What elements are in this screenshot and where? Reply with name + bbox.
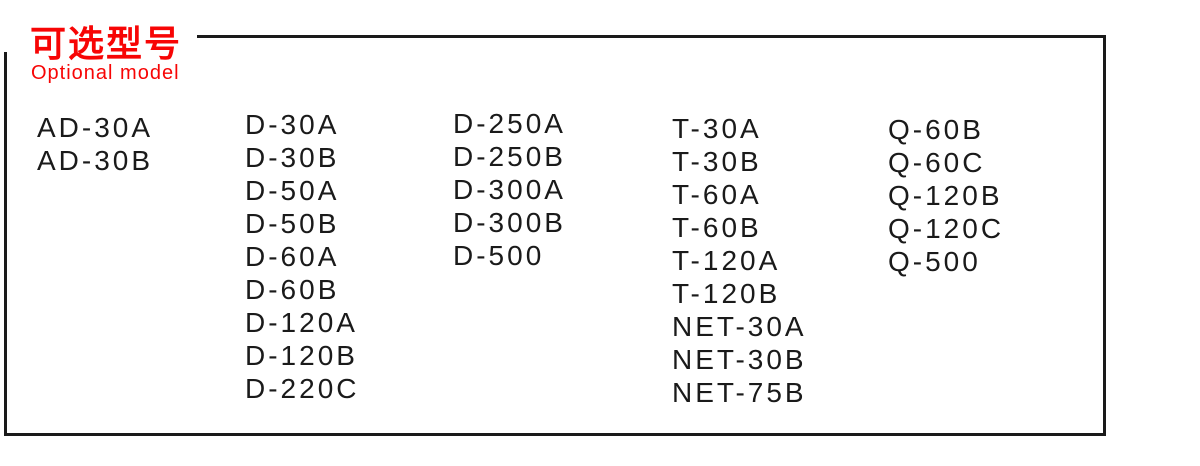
model-item: D-30A <box>245 109 340 140</box>
panel-border-right <box>1103 35 1106 436</box>
section-title-en: Optional model <box>31 62 180 84</box>
model-item: Q-60C <box>888 147 986 178</box>
model-item: D-250A <box>453 108 566 139</box>
model-item: D-300A <box>453 174 566 205</box>
model-item: Q-120B <box>888 180 1003 211</box>
model-item: T-60A <box>672 179 762 210</box>
model-item: AD-30A <box>37 112 154 143</box>
model-item: T-60B <box>672 212 762 243</box>
model-item: NET-30A <box>672 311 807 342</box>
model-item: D-250B <box>453 141 566 172</box>
model-item: T-120A <box>672 245 781 276</box>
model-item: D-120A <box>245 307 358 338</box>
model-item: T-120B <box>672 278 781 309</box>
model-item: D-60A <box>245 241 340 272</box>
model-item: Q-60B <box>888 114 984 145</box>
model-item: NET-75B <box>672 377 807 408</box>
model-item: D-500 <box>453 240 545 271</box>
model-item: AD-30B <box>37 145 154 176</box>
model-item: D-50A <box>245 175 340 206</box>
model-item: Q-500 <box>888 246 981 277</box>
panel-border-top <box>197 35 1106 38</box>
model-item: D-120B <box>245 340 358 371</box>
model-item: D-30B <box>245 142 340 173</box>
panel-border-bottom <box>4 433 1106 436</box>
model-item: D-50B <box>245 208 340 239</box>
model-item: D-300B <box>453 207 566 238</box>
section-title-zh: 可选型号 <box>30 23 183 64</box>
model-item: D-220C <box>245 373 360 404</box>
model-item: T-30B <box>672 146 762 177</box>
panel-border-left <box>4 52 7 436</box>
model-item: NET-30B <box>672 344 807 375</box>
model-item: T-30A <box>672 113 762 144</box>
model-item: Q-120C <box>888 213 1005 244</box>
model-item: D-60B <box>245 274 340 305</box>
